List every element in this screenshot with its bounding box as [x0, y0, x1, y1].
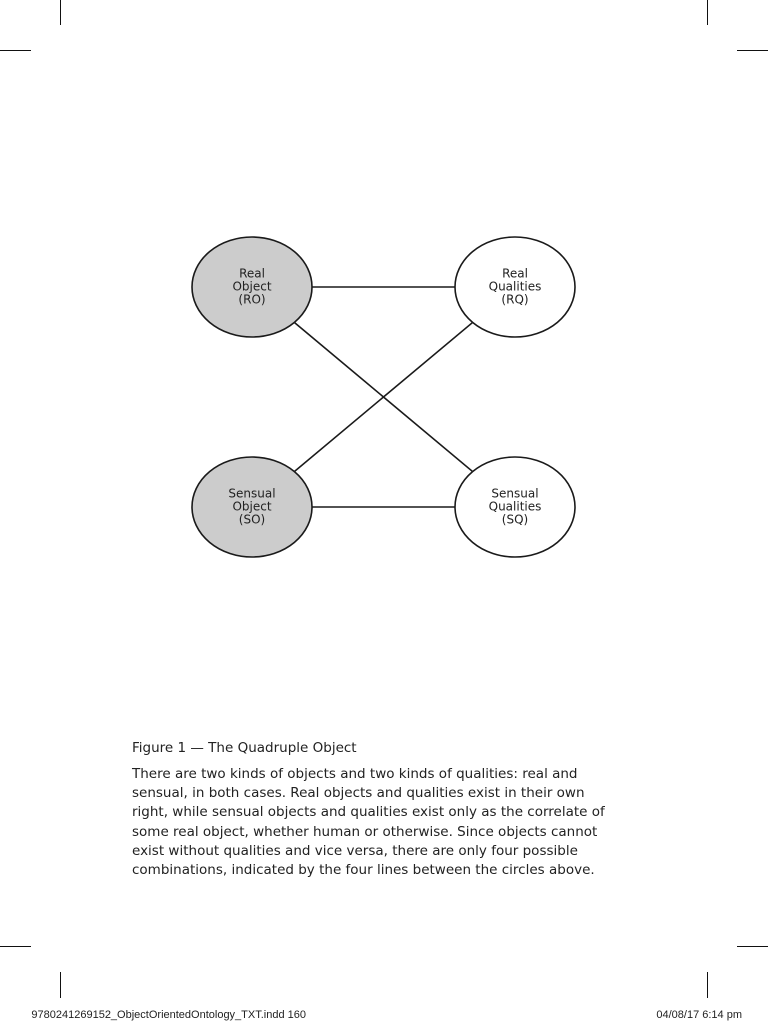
node-label: Object — [232, 280, 271, 294]
caption-line: sensual, in both cases. Real objects and… — [132, 785, 585, 802]
caption-line: some real object, whether human or other… — [132, 823, 598, 840]
node-circle — [454, 456, 576, 558]
crop-mark — [707, 0, 708, 25]
node-circle — [454, 236, 576, 338]
crop-mark — [737, 50, 768, 51]
node-label: Qualities — [489, 500, 542, 514]
print-slug-datetime: 04/08/17 6:14 pm — [656, 1009, 742, 1021]
crop-mark — [707, 972, 708, 998]
figure-caption-title: Figure 1 — The Quadruple Object — [132, 740, 357, 756]
node-label: (RO) — [238, 293, 265, 307]
node-label: Object — [232, 500, 271, 514]
figure-caption-body: There are two kinds of objects and two k… — [132, 765, 637, 880]
print-slug-filename: 9780241269152_ObjectOrientedOntology_TXT… — [31, 1009, 306, 1021]
caption-line: There are two kinds of objects and two k… — [132, 766, 578, 782]
node-circle — [191, 456, 313, 558]
diagram-nodes: RealObject(RO)RealQualities(RQ)SensualOb… — [191, 236, 576, 558]
caption-line: exist without qualities and vice versa, … — [132, 842, 578, 859]
crop-mark — [737, 946, 768, 947]
node-label: Sensual — [491, 487, 538, 501]
crop-mark — [0, 50, 31, 51]
caption-line: combinations, indicated by the four line… — [132, 862, 595, 879]
caption-line: right, while sensual objects and qualiti… — [132, 804, 605, 821]
crop-mark — [60, 0, 61, 25]
crop-mark — [60, 972, 61, 998]
node-circle — [191, 236, 313, 338]
node-label: Real — [502, 267, 528, 281]
crop-mark — [0, 946, 31, 947]
node-label: Qualities — [489, 280, 542, 294]
node-label: (RQ) — [501, 293, 528, 307]
edge-so-rq — [251, 286, 516, 508]
node-label: Sensual — [228, 487, 275, 501]
node-label: (SO) — [239, 513, 265, 527]
node-label: Real — [239, 267, 265, 281]
node-label: (SQ) — [502, 513, 528, 527]
